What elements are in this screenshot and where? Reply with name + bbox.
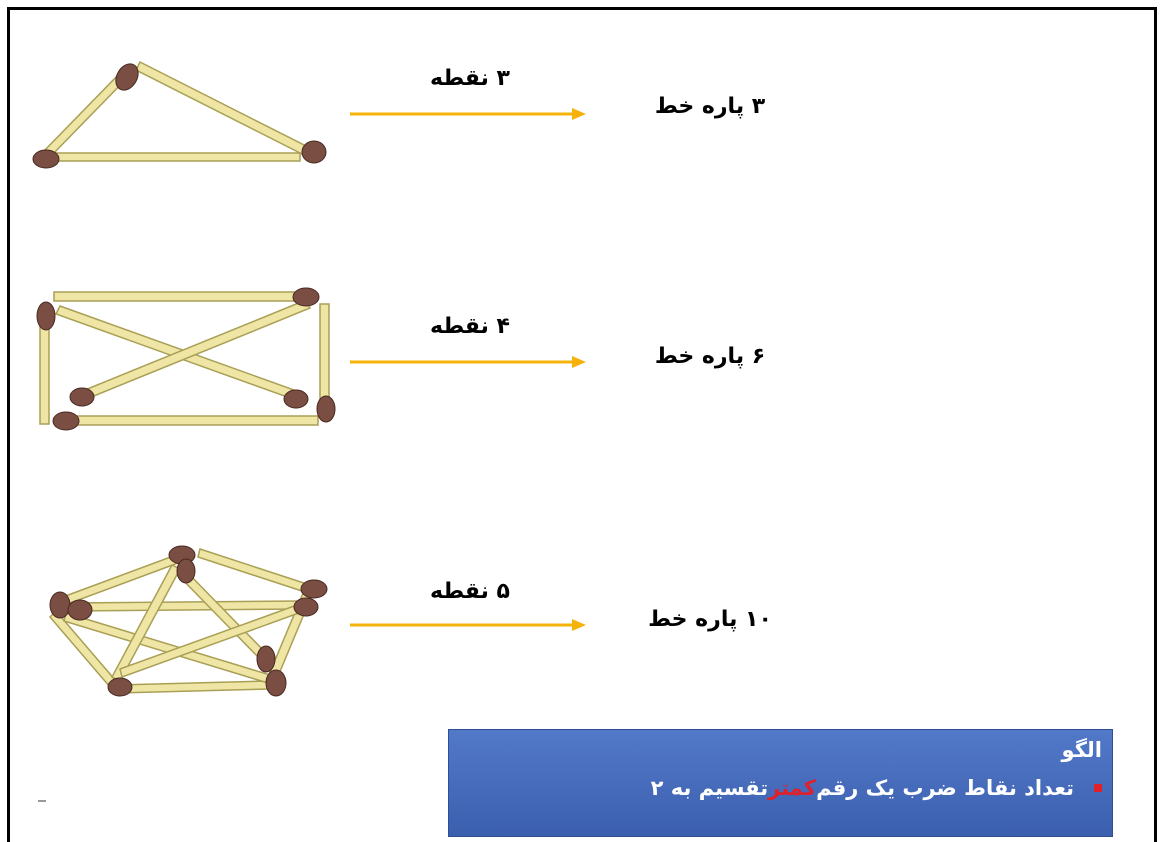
- pattern-text-after: تقسیم به ۲: [650, 776, 769, 800]
- pattern-rule: تعداد نقاط ضرب یک رقم کمتر تقسیم به ۲: [651, 776, 1102, 800]
- pattern-text-before: تعداد نقاط ضرب یک رقم: [816, 776, 1074, 800]
- segments-label: ۶ پاره خط: [654, 344, 766, 369]
- pattern-title: الگو: [1061, 738, 1102, 762]
- points-label: ۵ نقطه: [430, 579, 510, 604]
- triangle-matchsticks-figure: [32, 60, 327, 169]
- rectangle-matchsticks-figure: [36, 287, 336, 431]
- bullet-icon: [1094, 784, 1102, 792]
- row-triangle: ۳ نقطه ۳ پاره خط: [0, 40, 1166, 220]
- pentagon-matchsticks-figure: [48, 545, 328, 697]
- decorative-dash: [38, 800, 46, 802]
- points-label: ۳ نقطه: [430, 66, 510, 91]
- segments-label: ۳ پاره خط: [654, 94, 766, 119]
- arrow-icon: [350, 356, 586, 368]
- arrow-icon: [350, 108, 586, 120]
- row-rectangle: ۴ نقطه ۶ پاره خط: [0, 280, 1166, 460]
- slide-frame: [7, 7, 1157, 842]
- pattern-highlight: کمتر: [768, 776, 817, 800]
- segments-label: ۱۰ پاره خط: [648, 607, 772, 632]
- pattern-box: الگو تعداد نقاط ضرب یک رقم کمتر تقسیم به…: [448, 729, 1113, 837]
- points-label: ۴ نقطه: [430, 314, 510, 339]
- row-pentagon: ۵ نقطه ۱۰ پاره خط: [0, 535, 1166, 715]
- arrow-icon: [350, 619, 586, 631]
